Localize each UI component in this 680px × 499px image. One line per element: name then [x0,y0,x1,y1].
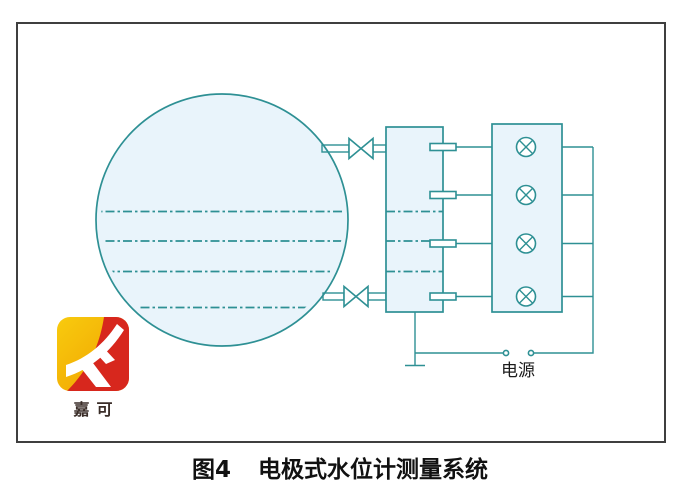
bottom-pipe [322,284,387,309]
figure-caption: 图4 电极式水位计测量系统 [0,450,680,484]
logo-k-icon [57,317,129,391]
figure-number: 图4 [191,457,231,483]
lamp-icon [515,184,537,206]
electrodes [429,142,457,301]
brand-name: 嘉可 [73,400,120,419]
lamp-icon [515,136,537,158]
lamp-icon [515,233,537,254]
pipe-segment [367,292,387,301]
power-terminal-dot [527,349,535,357]
electrode-icon [429,292,457,301]
boiler-drum [95,93,349,347]
electrode-icon [429,142,457,152]
brand-logo: 嘉可 [56,317,130,420]
lamp-icon [515,286,537,307]
indicator-lamps [515,136,537,307]
valve-icon [348,136,374,161]
figure-title: 电极式水位计测量系统 [258,457,488,483]
electrode-icon [429,190,457,200]
power-supply-label: 电源 [501,361,535,381]
measurement-system-diagram [95,93,594,367]
pipe-segment [372,144,387,153]
electrode-chamber [385,126,444,313]
pipe-segment [322,292,345,301]
electrode-icon [429,239,457,248]
top-pipe [321,136,387,161]
power-terminal-dot [502,349,510,357]
power-bus-wire [531,147,594,354]
valve-icon [343,284,369,309]
